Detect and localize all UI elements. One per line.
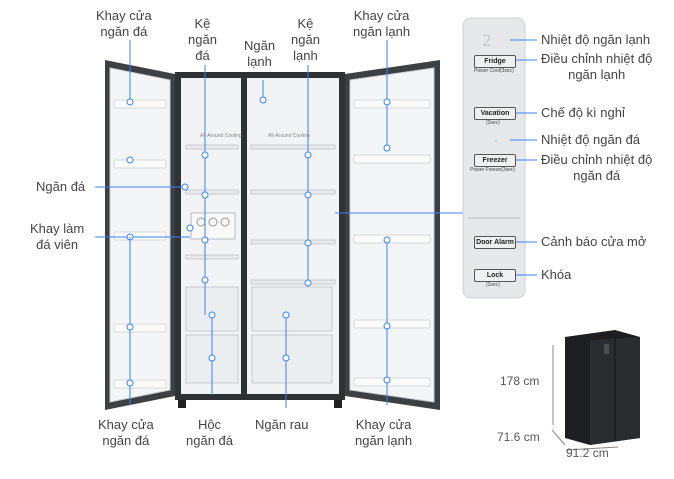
callout-nhiet-do-ngan-lanh: Nhiệt độ ngăn lạnh <box>541 32 651 47</box>
interior-text-right: All-Around Cooling <box>268 133 310 139</box>
leader-lines <box>95 40 463 408</box>
fridge-button[interactable]: Fridge <box>474 55 516 68</box>
interior-text-left: All-Around Cooling <box>200 133 242 139</box>
lock-button-sub: (3sec) <box>486 282 500 288</box>
callout-nhiet-do-ngan-da: Nhiệt độ ngăn đá <box>541 132 641 147</box>
label-khay-lam-da-vien: Khay làm đá viên <box>30 221 85 252</box>
lock-button[interactable]: Lock <box>474 269 516 282</box>
door-alarm-button[interactable]: Door Alarm <box>474 236 516 249</box>
dimension-depth: 71.6 cm <box>497 430 540 444</box>
fridge-door <box>345 60 440 410</box>
label-ngan-rau: Ngăn rau <box>255 417 309 432</box>
freezer-button-sub: Power Freeze(3sec) <box>470 167 516 173</box>
fridge-cabinet <box>175 72 345 408</box>
callout-dieu-chinh-ngan-da: Điều chỉnh nhiệt độ ngăn đá <box>541 152 653 183</box>
fridge-thumbnail <box>565 330 640 445</box>
dimension-width: 91.2 cm <box>566 446 609 460</box>
freezer-temp-display: - <box>492 133 501 149</box>
dimension-lines <box>551 345 619 451</box>
label-khay-cua-ngan-lanh-bottom: Khay cửa ngăn lạnh <box>355 417 413 448</box>
label-ngan-da: Ngăn đá <box>36 179 86 194</box>
freezer-button[interactable]: Freezer <box>474 154 516 167</box>
freezer-door <box>105 60 175 410</box>
callout-canh-bao-cua-mo: Cảnh báo cửa mở <box>541 234 647 249</box>
fridge-button-sub: Power Cool(3sec) <box>474 68 514 74</box>
label-hoc-ngan-da: Hộc ngăn đá <box>186 417 233 448</box>
dimension-height: 178 cm <box>500 374 540 388</box>
label-khay-cua-ngan-da-bottom: Khay cửa ngăn đá <box>98 417 154 448</box>
vacation-button-sub: (3sec) <box>486 120 500 126</box>
callout-dieu-chinh-ngan-lanh: Điều chỉnh nhiệt độ ngăn lạnh <box>541 51 653 82</box>
label-ke-ngan-lanh-top: Kệ ngăn lạnh <box>291 16 320 63</box>
label-khay-cua-ngan-lanh-top: Khay cửa ngăn lạnh <box>353 8 411 39</box>
label-ngan-lanh-top: Ngăn lạnh <box>244 38 276 69</box>
fridge-temp-display: 2 <box>482 31 492 50</box>
label-ke-ngan-da-top: Kệ ngăn đá <box>188 16 217 63</box>
panel-leaders <box>510 39 537 276</box>
label-khay-cua-ngan-da-top: Khay cửa ngăn đá <box>96 8 152 39</box>
vacation-button[interactable]: Vacation <box>474 107 516 120</box>
callout-khoa: Khóa <box>541 267 572 282</box>
callout-che-do-ki-nghi: Chế độ kì nghỉ <box>541 105 625 120</box>
